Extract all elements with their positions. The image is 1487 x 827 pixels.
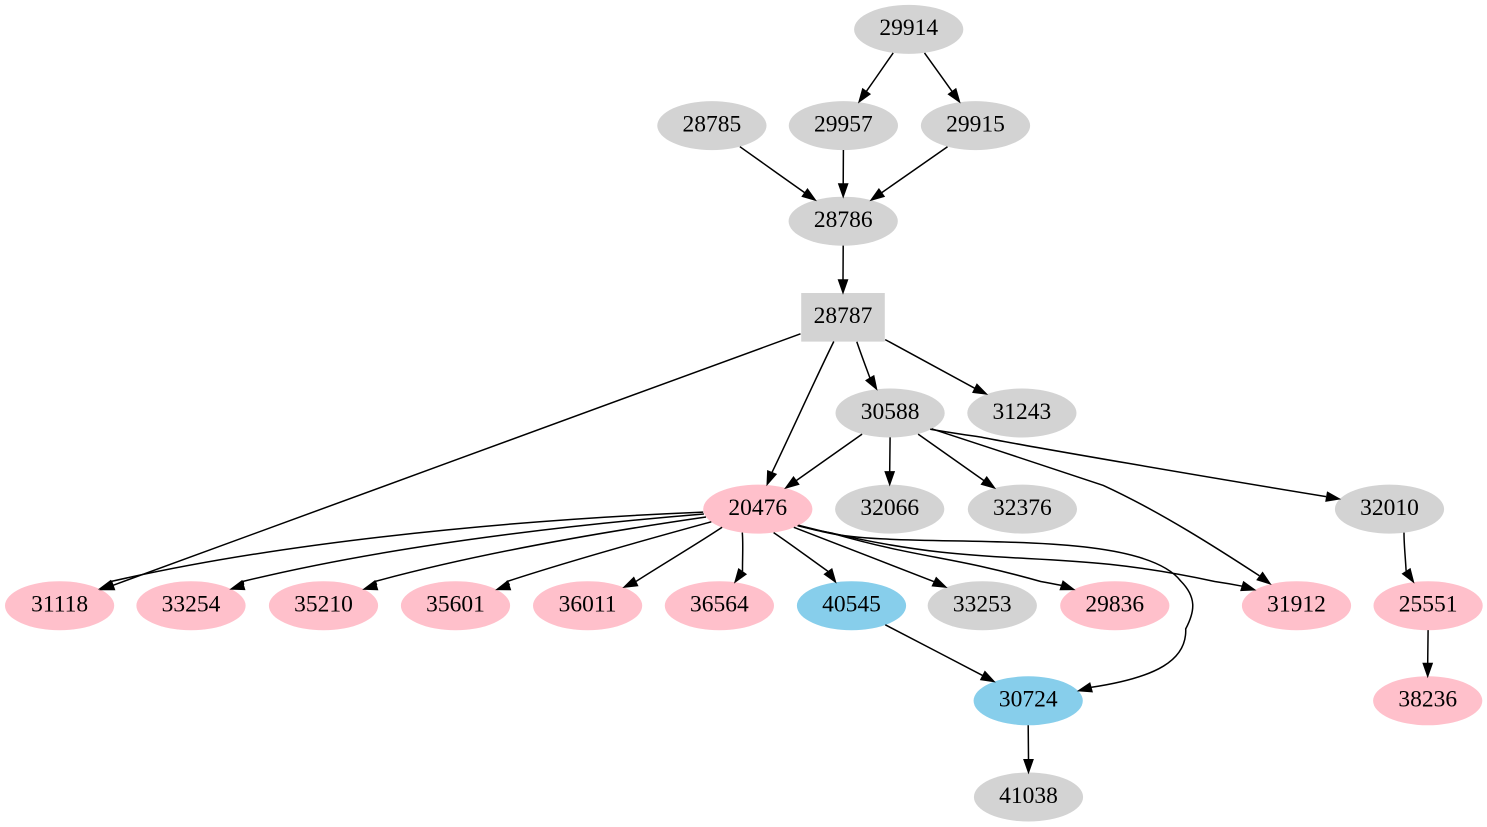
svg-text:41038: 41038 <box>999 783 1058 809</box>
svg-text:29957: 29957 <box>814 111 873 137</box>
svg-text:33254: 33254 <box>162 592 221 618</box>
svg-text:36011: 36011 <box>559 592 617 618</box>
svg-text:28786: 28786 <box>814 207 873 233</box>
svg-text:29914: 29914 <box>879 15 938 41</box>
svg-text:32376: 32376 <box>993 495 1052 521</box>
svg-text:32066: 32066 <box>860 495 919 521</box>
svg-text:35210: 35210 <box>294 592 353 618</box>
svg-text:25551: 25551 <box>1399 592 1458 618</box>
svg-text:31243: 31243 <box>993 399 1052 425</box>
svg-text:32010: 32010 <box>1360 495 1419 521</box>
svg-text:35601: 35601 <box>426 592 485 618</box>
svg-text:31912: 31912 <box>1267 592 1326 618</box>
svg-text:20476: 20476 <box>728 495 787 521</box>
svg-text:29915: 29915 <box>946 111 1005 137</box>
svg-text:40545: 40545 <box>822 592 881 618</box>
svg-text:38236: 38236 <box>1398 687 1457 713</box>
svg-text:30724: 30724 <box>999 687 1058 713</box>
svg-text:31118: 31118 <box>31 592 88 618</box>
svg-text:28785: 28785 <box>683 111 742 137</box>
svg-text:29836: 29836 <box>1085 592 1144 618</box>
svg-text:36564: 36564 <box>690 592 749 618</box>
svg-text:30588: 30588 <box>861 399 920 425</box>
svg-text:28787: 28787 <box>814 303 873 329</box>
svg-text:33253: 33253 <box>953 592 1012 618</box>
